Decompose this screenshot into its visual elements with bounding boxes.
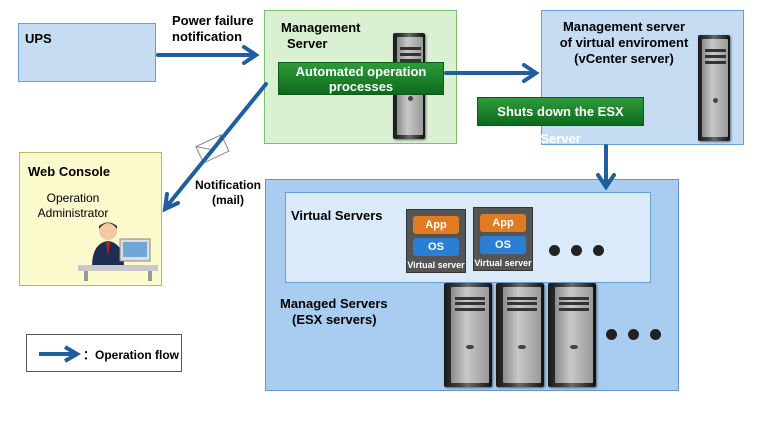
web-console-title: Web Console bbox=[28, 164, 111, 179]
app-badge: App bbox=[480, 214, 526, 232]
management-server-label: Management Server bbox=[281, 20, 360, 52]
notification-line1: Notification bbox=[195, 178, 261, 192]
notification-line2: (mail) bbox=[211, 193, 244, 207]
operation-administrator-label: Operation Administrator bbox=[32, 191, 114, 221]
legend-label: ：Operation flow bbox=[83, 348, 180, 362]
vcenter-box: Management server of virtual enviroment … bbox=[541, 10, 744, 145]
esx-server-tower-icon bbox=[444, 283, 492, 387]
operation-flow-arrow-icon bbox=[39, 345, 81, 363]
virtual-servers-label: Virtual Servers bbox=[291, 208, 383, 223]
app-badge: App bbox=[413, 216, 459, 234]
administrator-at-desk-icon bbox=[78, 222, 158, 281]
automated-operation-line2: processes bbox=[328, 79, 394, 94]
legend-box: ：Operation flow bbox=[26, 334, 182, 372]
more-dot-icon bbox=[571, 245, 582, 256]
management-server-line2: Server bbox=[287, 36, 328, 51]
administrator-line1: Operation bbox=[46, 191, 100, 205]
web-console-box: Web Console Operation Administrator bbox=[19, 152, 162, 286]
vcenter-line3: (vCenter server) bbox=[574, 51, 674, 66]
virtual-server-caption: Virtual server bbox=[407, 260, 465, 270]
management-to-console-arrow bbox=[162, 82, 268, 213]
managed-servers-box: Virtual Servers App OS Virtual server Ap… bbox=[265, 179, 679, 391]
esx-server-tower-icon bbox=[496, 283, 544, 387]
ups-box: UPS bbox=[18, 23, 156, 82]
administrator-line2: Administrator bbox=[37, 206, 109, 220]
shutdown-esx-button: Shuts down the ESX Server bbox=[477, 97, 644, 146]
ups-to-management-arrow bbox=[156, 45, 260, 65]
more-dot-icon bbox=[549, 245, 560, 256]
more-dot-icon bbox=[628, 329, 639, 340]
virtual-servers-box: Virtual Servers App OS Virtual server Ap… bbox=[285, 192, 651, 283]
managed-servers-line2: (ESX servers) bbox=[292, 312, 377, 327]
power-failure-line1: Power failure bbox=[172, 13, 254, 28]
virtual-server-card: App OS Virtual server bbox=[473, 207, 533, 271]
automated-operation-button: Automated operation processes bbox=[278, 62, 444, 95]
managed-servers-line1: Managed Servers bbox=[280, 296, 388, 311]
more-dot-icon bbox=[606, 329, 617, 340]
vcenter-line2: of virtual enviroment bbox=[559, 35, 689, 50]
vcenter-label: Management server of virtual enviroment … bbox=[554, 19, 694, 67]
esx-server-tower-icon bbox=[548, 283, 596, 387]
os-badge: OS bbox=[480, 236, 526, 254]
virtual-server-caption: Virtual server bbox=[474, 258, 532, 268]
vcenter-tower-icon bbox=[698, 35, 730, 141]
management-to-vcenter-arrow bbox=[444, 63, 540, 83]
more-dot-icon bbox=[650, 329, 661, 340]
os-badge: OS bbox=[413, 238, 459, 256]
power-failure-label: Power failure notification bbox=[172, 13, 254, 45]
managed-servers-label: Managed Servers (ESX servers) bbox=[280, 296, 388, 328]
power-failure-line2: notification bbox=[172, 29, 243, 44]
vcenter-to-esx-arrow bbox=[596, 144, 616, 191]
automated-operation-line1: Automated operation bbox=[295, 64, 427, 79]
notification-label: Notification (mail) bbox=[195, 178, 261, 208]
more-dot-icon bbox=[593, 245, 604, 256]
vcenter-line1: Management server bbox=[562, 19, 686, 34]
management-server-line1: Management bbox=[281, 20, 361, 35]
ups-label: UPS bbox=[25, 31, 52, 46]
virtual-server-card: App OS Virtual server bbox=[406, 209, 466, 273]
